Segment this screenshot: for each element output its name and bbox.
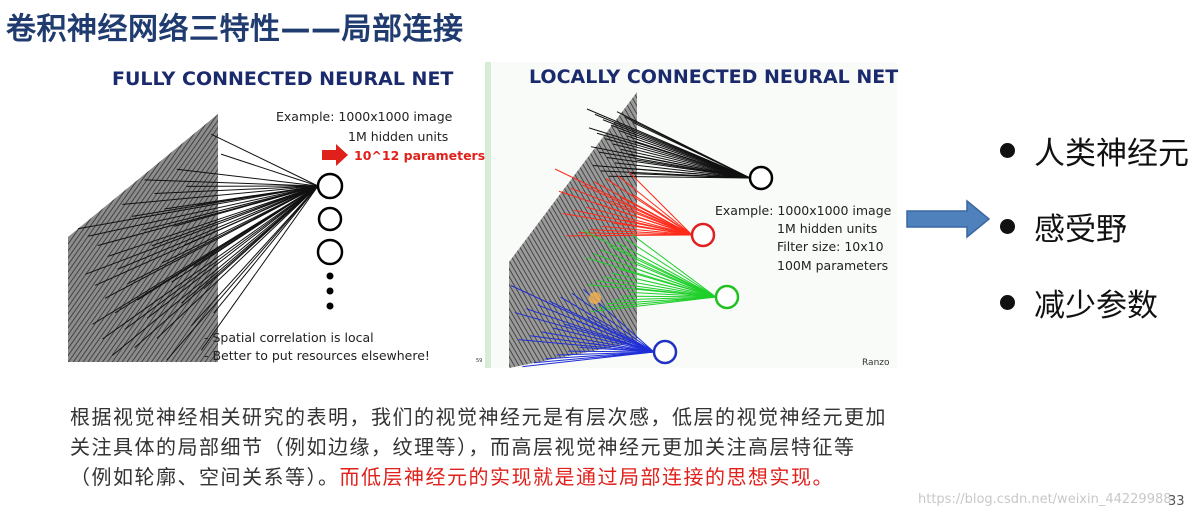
page-number: 33	[1168, 494, 1185, 509]
slide-mark: 59	[476, 358, 482, 364]
watermark: https://blog.csdn.net/weixin_44229988	[918, 492, 1172, 507]
example-line: 1M hidden units	[777, 220, 877, 238]
connection-line	[221, 154, 318, 186]
bullet-text: 减少参数	[1034, 280, 1158, 325]
fully-connected-figure: FULLY CONNECTED NEURAL NET Example: 1000…	[68, 62, 480, 368]
bullet-text: 感受野	[1034, 204, 1127, 249]
list-item: 人类神经元	[1000, 112, 1189, 188]
connection-line	[629, 172, 692, 235]
list-item: 减少参数	[1000, 264, 1189, 340]
hidden-unit-circle	[318, 174, 342, 198]
input-image-plane	[68, 114, 218, 362]
red-arrow-icon	[322, 144, 348, 166]
bullet-dot-icon	[1000, 295, 1015, 310]
example-line: 1M hidden units	[348, 128, 448, 146]
hidden-unit-circle	[318, 240, 342, 264]
hidden-unit-circle	[750, 167, 772, 189]
hidden-unit-circle	[692, 224, 714, 246]
example-line: 100M parameters	[777, 257, 888, 275]
ellipsis-dot	[327, 288, 334, 295]
example-line: Example: 1000x1000 image	[715, 202, 891, 220]
bullet-dot-icon	[1000, 143, 1015, 158]
note-line: - Spatial correlation is local	[204, 329, 374, 347]
bullet-text: 人类神经元	[1034, 128, 1189, 173]
explanation-paragraph: 根据视觉神经相关研究的表明，我们的视觉神经元是有层次感，低层的视觉神经元更加关注…	[70, 402, 890, 492]
list-item: 感受野	[1000, 188, 1189, 264]
ellipsis-dot	[327, 273, 334, 280]
bullet-dot-icon	[1000, 219, 1015, 234]
connection-line	[211, 134, 318, 186]
hidden-unit-circle	[716, 286, 738, 308]
locally-connected-figure: LOCALLY CONNECTED NEURAL NET Example: 10…	[485, 62, 897, 368]
credit-text: Ranzo	[862, 358, 890, 368]
example-line: Filter size: 10x10	[777, 238, 884, 256]
hidden-unit-circle	[654, 341, 676, 363]
hidden-unit-circle	[319, 208, 341, 230]
note-line: - Better to put resources elsewhere!	[204, 347, 430, 365]
slide-title: 卷积神经网络三特性——局部连接	[6, 4, 464, 48]
arrow-right-icon	[905, 199, 991, 239]
bullet-list: 人类神经元 感受野 减少参数	[1000, 112, 1189, 340]
highlight-spot	[589, 292, 601, 304]
parameters-highlight: 10^12 parameters!!!	[354, 147, 502, 165]
paragraph-highlight: 而低层神经元的实现就是通过局部连接的思想实现。	[340, 465, 835, 489]
ellipsis-dot	[327, 303, 334, 310]
example-line: Example: 1000x1000 image	[276, 108, 452, 126]
